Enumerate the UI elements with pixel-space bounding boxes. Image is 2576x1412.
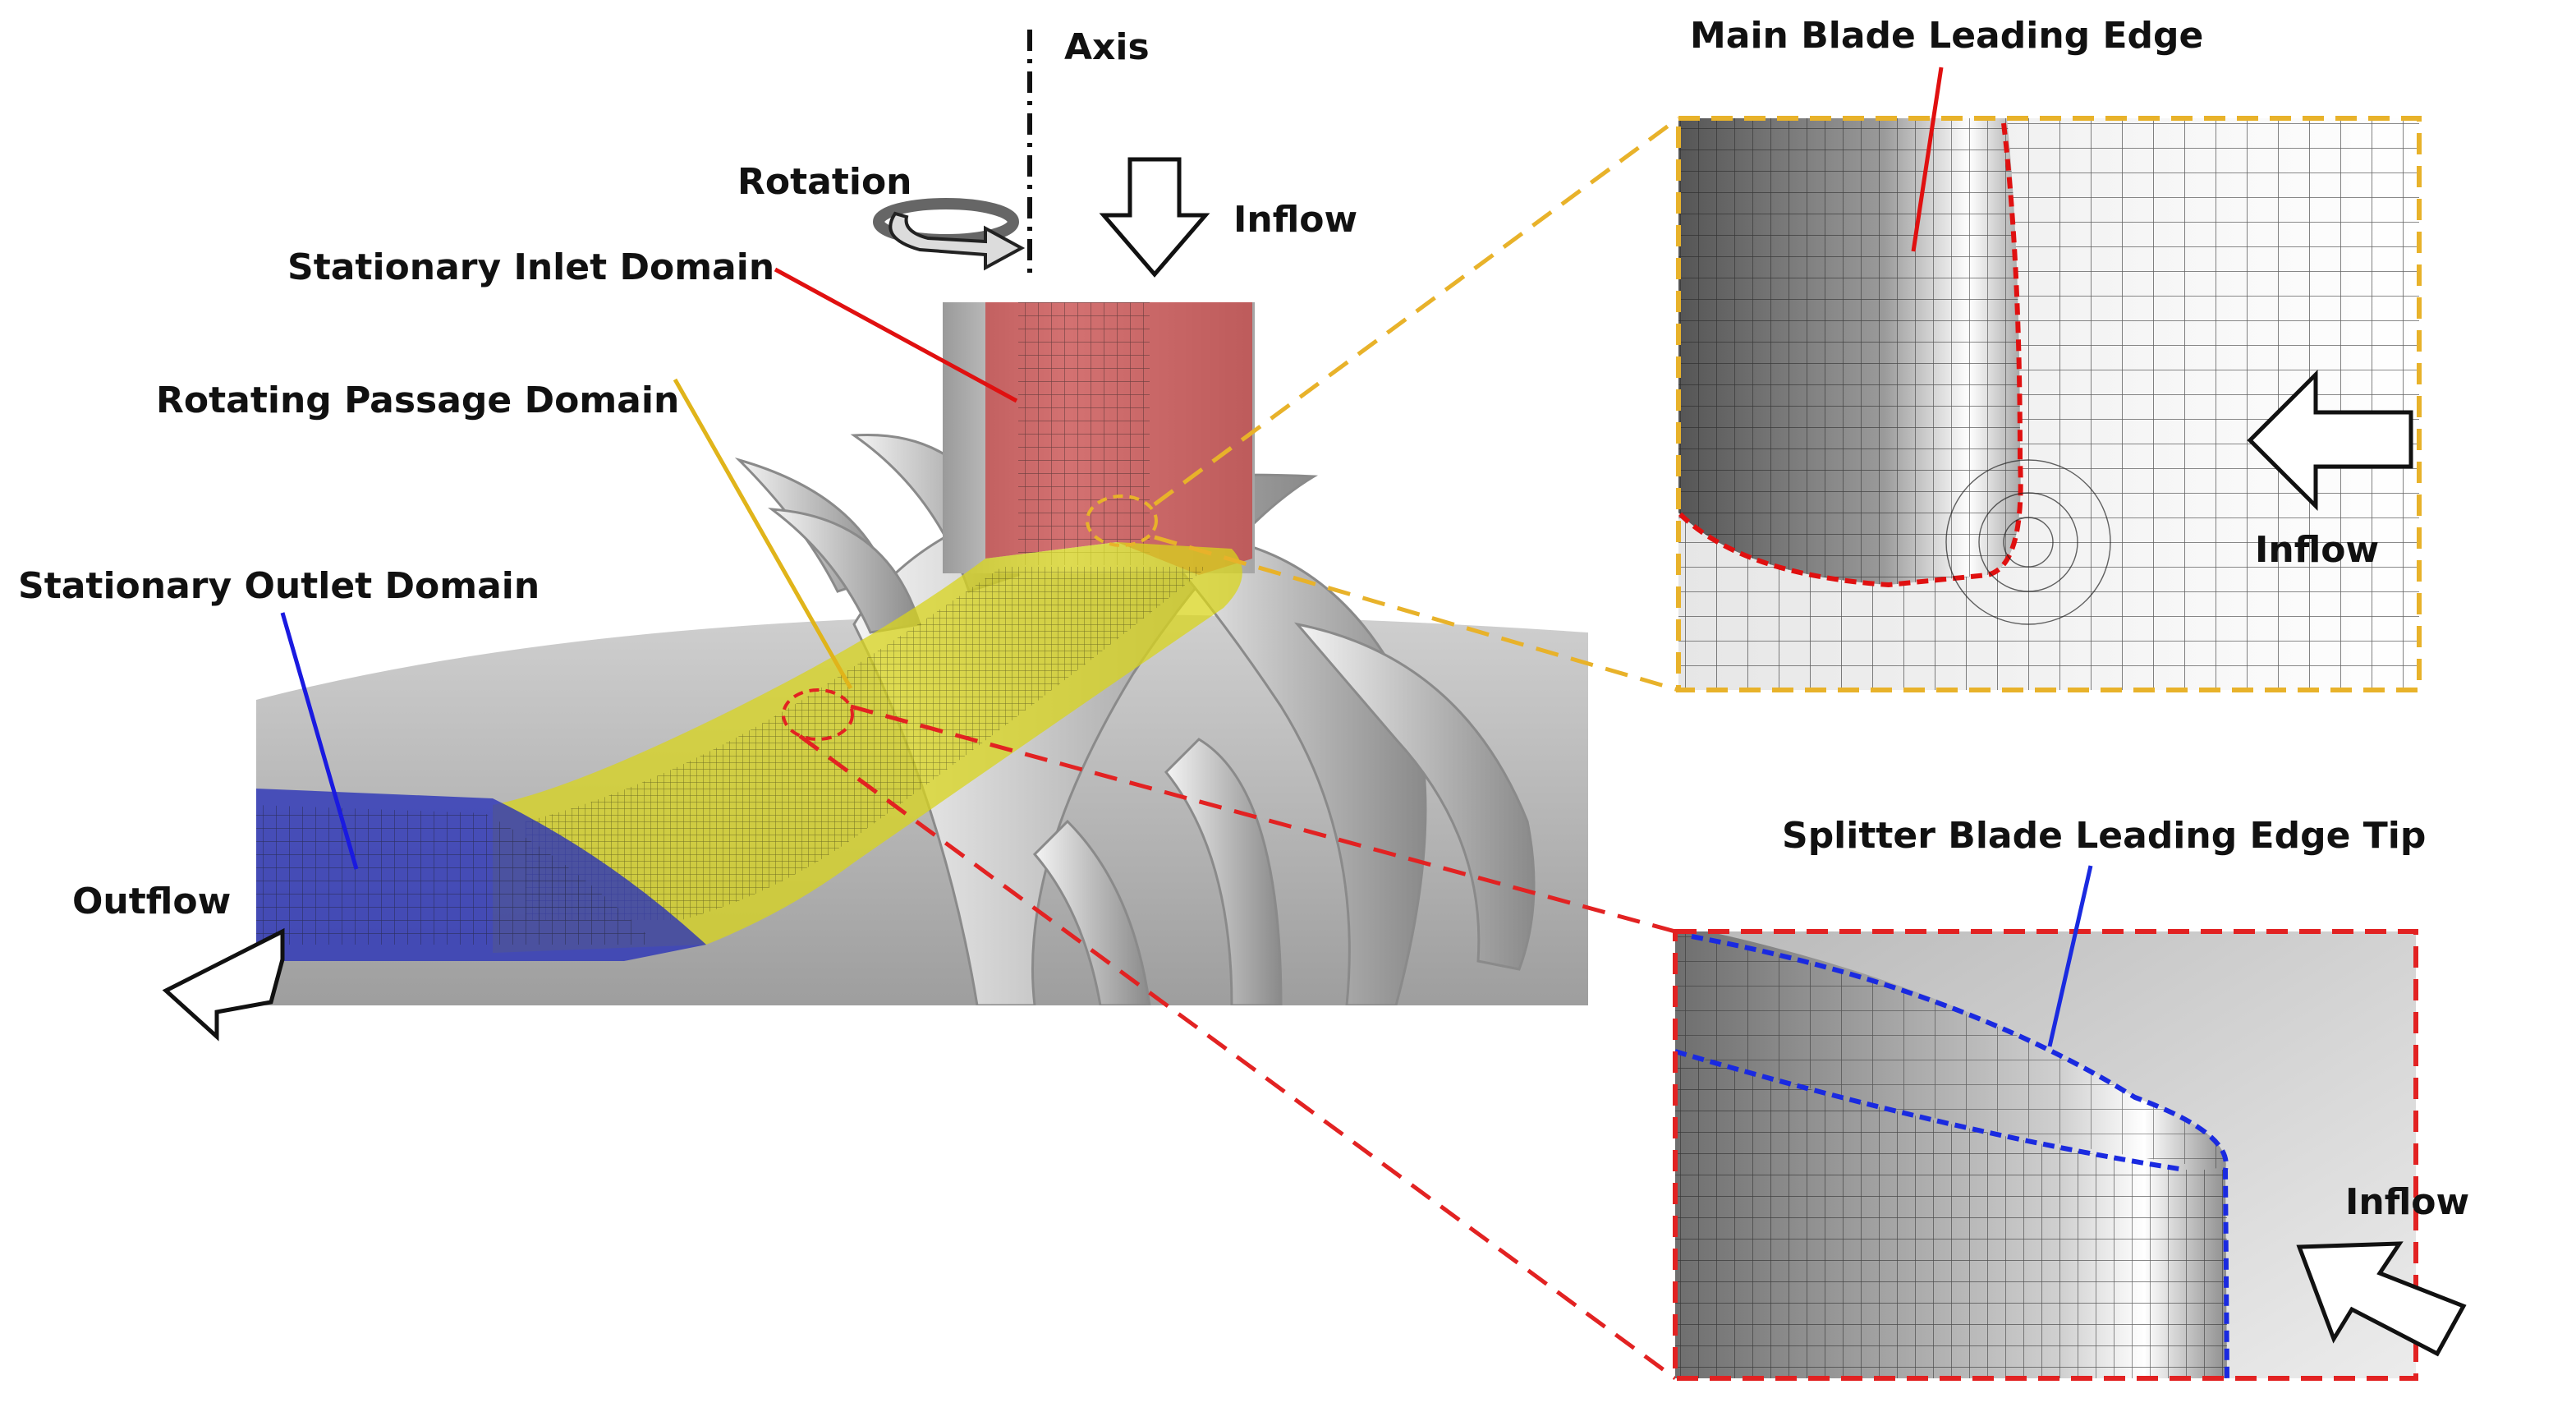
main-blade-zoom-line-bottom — [1154, 535, 1679, 692]
inflow-arrow-icon — [1099, 157, 1210, 278]
impeller-view — [256, 302, 1588, 1005]
stationary-inlet-label: Stationary Inlet Domain — [287, 246, 774, 288]
splitter-le-tip-leader — [2047, 865, 2093, 1047]
outflow-label: Outflow — [72, 881, 231, 922]
main-blade-zoom-line-top — [1153, 116, 1680, 507]
inflow-inset-top-label: Inflow — [2255, 529, 2379, 571]
splitter-inset-frame — [1673, 929, 2418, 1381]
rotation-arrow-icon — [873, 198, 1026, 271]
splitter-zoom-line-bottom — [798, 734, 1677, 1381]
inflow-inset-bottom-label: Inflow — [2345, 1181, 2469, 1223]
main-blade-le-leader — [1911, 67, 1944, 252]
inset-inflow-arrow-icon — [2247, 369, 2413, 512]
main-blade-le-label: Main Blade Leading Edge — [1690, 15, 2203, 57]
axis-label: Axis — [1064, 26, 1150, 68]
splitter-le-tip-label: Splitter Blade Leading Edge Tip — [1782, 815, 2426, 857]
main-blade-le-marker — [1086, 494, 1158, 547]
main-blade-inset-frame — [1676, 116, 2422, 692]
splitter-tip-highlight — [1675, 934, 2229, 1378]
inflow-top-label: Inflow — [1233, 199, 1357, 241]
splitter-le-marker — [782, 688, 854, 741]
rotating-passage-label: Rotating Passage Domain — [156, 379, 679, 421]
stationary-outlet-leader — [280, 612, 359, 870]
outflow-arrow-icon — [162, 927, 285, 1042]
stationary-outlet-label: Stationary Outlet Domain — [18, 565, 540, 607]
stationary-inlet-leader — [774, 267, 1018, 403]
rotation-label: Rotation — [737, 161, 912, 203]
splitter-blade-inset — [1675, 931, 2416, 1378]
inset-inflow-arrow-icon-2 — [2296, 1241, 2467, 1357]
rotating-passage-leader — [673, 378, 853, 690]
main-blade-le-highlight — [1678, 122, 2023, 588]
